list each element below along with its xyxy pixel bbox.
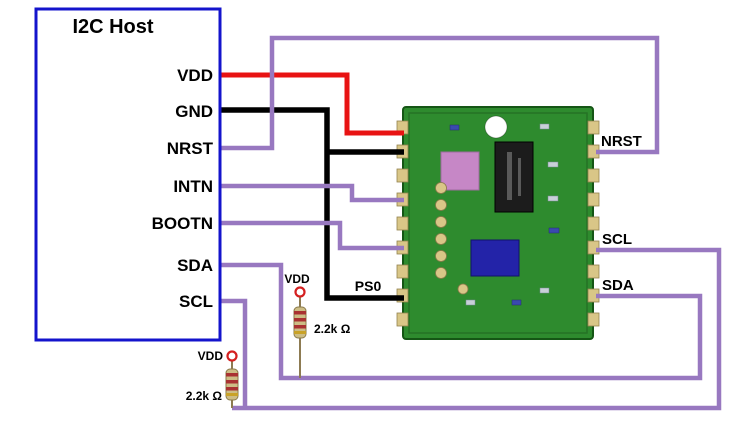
resistor-band xyxy=(226,393,238,396)
capacitor-dot xyxy=(435,182,447,194)
castellation-pad xyxy=(587,264,600,279)
host-outline xyxy=(34,7,222,342)
smd-part xyxy=(547,195,559,202)
host-pin-scl: SCL xyxy=(179,292,213,311)
sda-wire xyxy=(220,262,703,381)
resistor-body xyxy=(225,368,239,401)
resistor-band xyxy=(294,325,306,329)
resistor-band xyxy=(294,318,306,322)
capacitor-dot xyxy=(435,199,447,211)
scl-pullup-resistor: VDD 2.2k Ω xyxy=(186,349,239,408)
scl-wire xyxy=(220,298,248,408)
mounting-hole xyxy=(484,115,508,139)
castellation-pad xyxy=(587,240,600,255)
castellation-pad xyxy=(587,120,600,135)
module-pin-labels: NRST SCL SDA PS0 xyxy=(355,133,642,294)
vdd-terminal-icon xyxy=(226,350,238,362)
smd-part xyxy=(539,287,550,294)
resistor-value-label: 2.2k Ω xyxy=(186,389,223,403)
host-pin-sda: SDA xyxy=(177,256,213,275)
module-pin-scl-label: SCL xyxy=(602,231,632,248)
pcb-right-pads xyxy=(587,120,600,327)
bootn-wire xyxy=(220,220,404,251)
smd-part xyxy=(548,227,560,234)
nrst-wire xyxy=(220,35,660,155)
vdd-wire xyxy=(220,72,404,136)
resistor-band xyxy=(226,373,238,377)
resistor-body xyxy=(293,306,307,339)
sensor-ic xyxy=(494,141,534,213)
vdd-terminal-icon xyxy=(294,286,306,298)
i2c-host: I2C Host VDD GND NRST INTN BOOTN SDA SCL xyxy=(34,7,222,342)
smd-part xyxy=(465,299,476,306)
smd-part xyxy=(539,123,550,130)
pink-component xyxy=(440,151,480,191)
gnd-wire xyxy=(220,107,404,301)
scl-bus-wire xyxy=(232,247,722,411)
castellation-pad xyxy=(396,264,409,279)
pcb-components xyxy=(435,115,560,306)
smd-part xyxy=(511,299,522,306)
module-pin-sda-label: SDA xyxy=(602,277,634,294)
wires xyxy=(220,35,722,411)
host-pin-bootn: BOOTN xyxy=(152,214,213,233)
vdd-supply-label: VDD xyxy=(284,272,310,286)
capacitor-dot xyxy=(435,267,447,279)
castellation-pad xyxy=(587,168,600,183)
castellation-pad xyxy=(587,192,600,207)
pcb-inner-outline xyxy=(408,112,588,334)
capacitor-dot xyxy=(435,250,447,262)
blue-component xyxy=(470,239,520,277)
castellation-pad xyxy=(587,312,600,327)
host-title: I2C Host xyxy=(72,16,153,38)
vdd-supply-label: VDD xyxy=(198,349,224,363)
castellation-pad xyxy=(396,216,409,231)
resistor-band xyxy=(294,331,306,334)
capacitor-dot xyxy=(435,216,447,228)
smd-part xyxy=(547,161,559,168)
host-pin-intn: INTN xyxy=(173,177,213,196)
resistor-band xyxy=(294,311,306,315)
module-pin-nrst-label: NRST xyxy=(601,133,642,150)
sda-pullup-resistor: VDD 2.2k Ω xyxy=(284,272,351,378)
intn-wire xyxy=(220,183,404,203)
resistor-band xyxy=(226,380,238,384)
castellation-pad xyxy=(587,216,600,231)
ic-marking xyxy=(518,158,521,196)
sensor-module xyxy=(396,106,600,340)
host-pin-nrst: NRST xyxy=(167,139,214,158)
ps0-label: PS0 xyxy=(355,278,382,294)
resistor-band xyxy=(226,387,238,391)
ic-marking xyxy=(507,152,512,200)
resistor-value-label: 2.2k Ω xyxy=(314,322,351,336)
host-pin-gnd: GND xyxy=(175,102,213,121)
capacitor-dot xyxy=(457,283,469,295)
host-pin-vdd: VDD xyxy=(177,66,213,85)
smd-part xyxy=(449,124,460,131)
capacitor-dot xyxy=(435,233,447,245)
castellation-pad xyxy=(396,312,409,327)
castellation-pad xyxy=(396,168,409,183)
